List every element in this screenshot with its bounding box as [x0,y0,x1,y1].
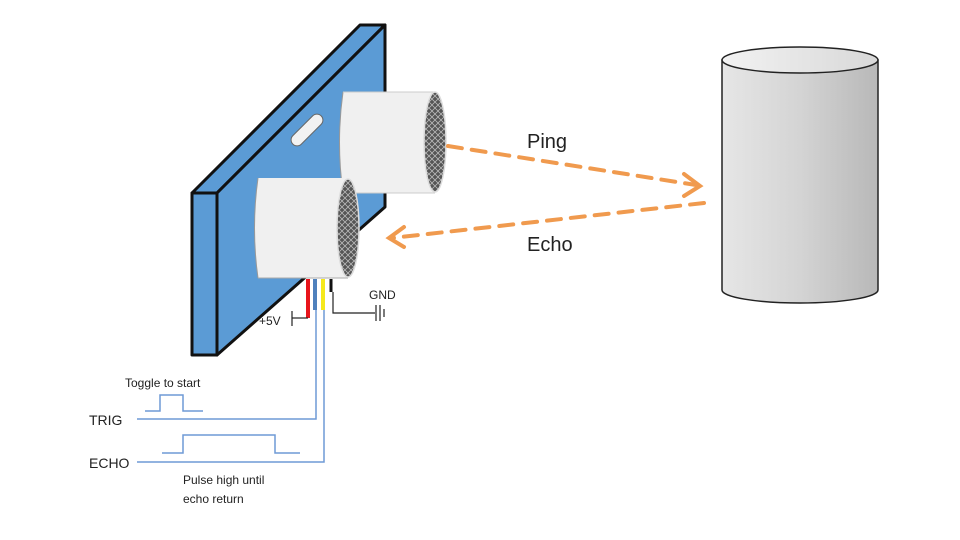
pins [306,279,333,318]
ping-arrow [446,144,704,198]
pulse-label-line1: Pulse high until [183,473,264,487]
trig-wire [137,310,317,420]
gnd-label: GND [369,288,396,302]
toggle-label: Toggle to start [125,376,201,390]
receiver-transducer [254,177,360,279]
target-object [721,46,879,304]
vcc-connection [291,311,308,326]
echo-arrow [385,201,706,249]
mesh-grille-icon [336,178,360,278]
trig-pulse [145,394,203,412]
echo-pulse [162,434,300,454]
board-side-edge [190,191,219,357]
mesh-grille-icon [423,91,447,193]
echo-label: Echo [527,234,573,256]
pulse-label-line2: echo return [183,492,244,506]
signal-wires [137,310,325,463]
ground-connection [332,292,385,321]
crystal-slot [290,113,324,147]
trig-label: TRIG [89,412,122,428]
ping-label: Ping [527,131,567,153]
vcc-label: +5V [259,314,281,328]
echo-pin-label: ECHO [89,455,130,471]
transmitter-transducer [339,91,447,194]
echo-wire [137,310,325,463]
